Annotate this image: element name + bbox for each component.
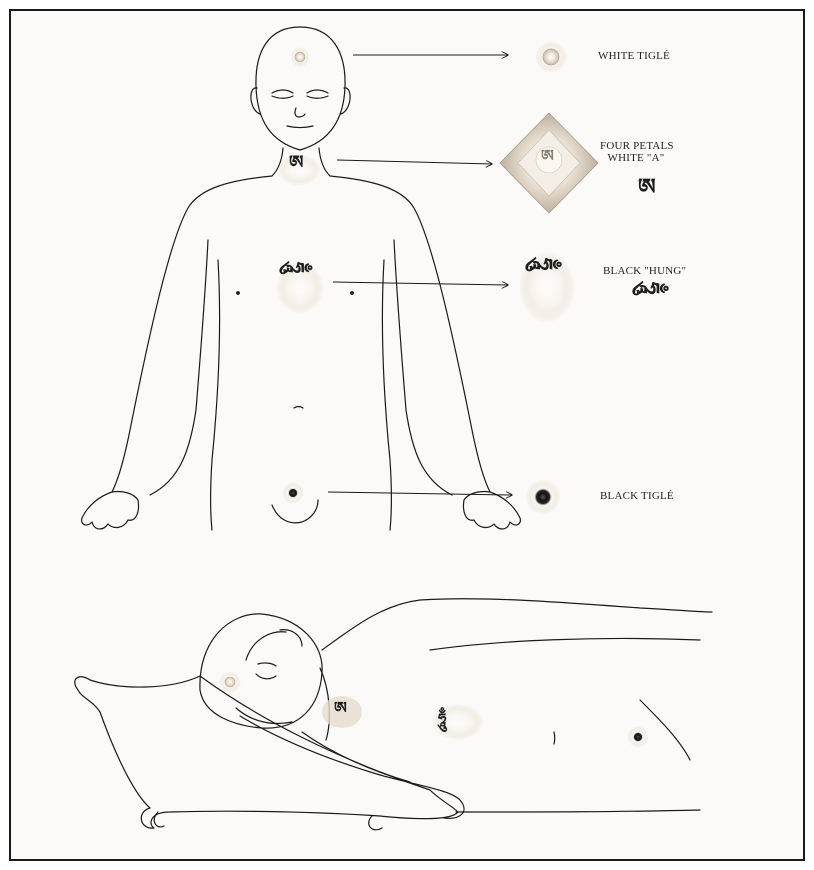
standing-chakras xyxy=(276,47,324,504)
left-arm xyxy=(112,176,272,492)
label-four-petals-line1: FOUR PETALS xyxy=(600,140,672,152)
arrow-heart xyxy=(333,282,508,285)
label-white-tigle: WHITE TIGLÉ xyxy=(598,50,670,62)
throat-a-syllable: ཨ xyxy=(289,154,303,172)
lying-throat-a-syllable: ཨ xyxy=(334,700,347,716)
label-four-petals: FOUR PETALS WHITE "A" xyxy=(600,140,672,164)
right-ear xyxy=(341,88,350,114)
label-four-petals-line2: WHITE "A" xyxy=(600,152,672,164)
legend-symbols xyxy=(500,41,598,515)
head-outline xyxy=(256,27,345,150)
label-black-hung: BLACK "HUNG" xyxy=(603,265,686,277)
pointer-arrows xyxy=(328,55,512,495)
lying-figure xyxy=(75,599,712,830)
lying-hung-syllable: ཧཱུྃ xyxy=(438,712,446,727)
lying-head xyxy=(200,614,322,728)
lying-body-top xyxy=(322,599,712,650)
left-ear xyxy=(251,88,260,114)
arrow-throat xyxy=(337,160,492,164)
lying-chakras xyxy=(219,671,649,748)
legend-hung-syllable-halo: ཧཱུྃ xyxy=(533,258,555,270)
heart-hung-syllable: ཧཱུྃ xyxy=(287,262,307,273)
legend-a-syllable: ཨ xyxy=(638,176,656,198)
petal-center-a-syllable: ཨ xyxy=(541,148,554,164)
pillow xyxy=(75,676,458,828)
label-black-tigle: BLACK TIGLÉ xyxy=(600,490,674,502)
right-arm xyxy=(330,176,490,492)
arrow-navel xyxy=(328,492,512,495)
left-hand xyxy=(82,491,139,529)
right-hand xyxy=(463,491,520,529)
legend-hung-syllable: ཧཱུྃ xyxy=(640,282,662,294)
